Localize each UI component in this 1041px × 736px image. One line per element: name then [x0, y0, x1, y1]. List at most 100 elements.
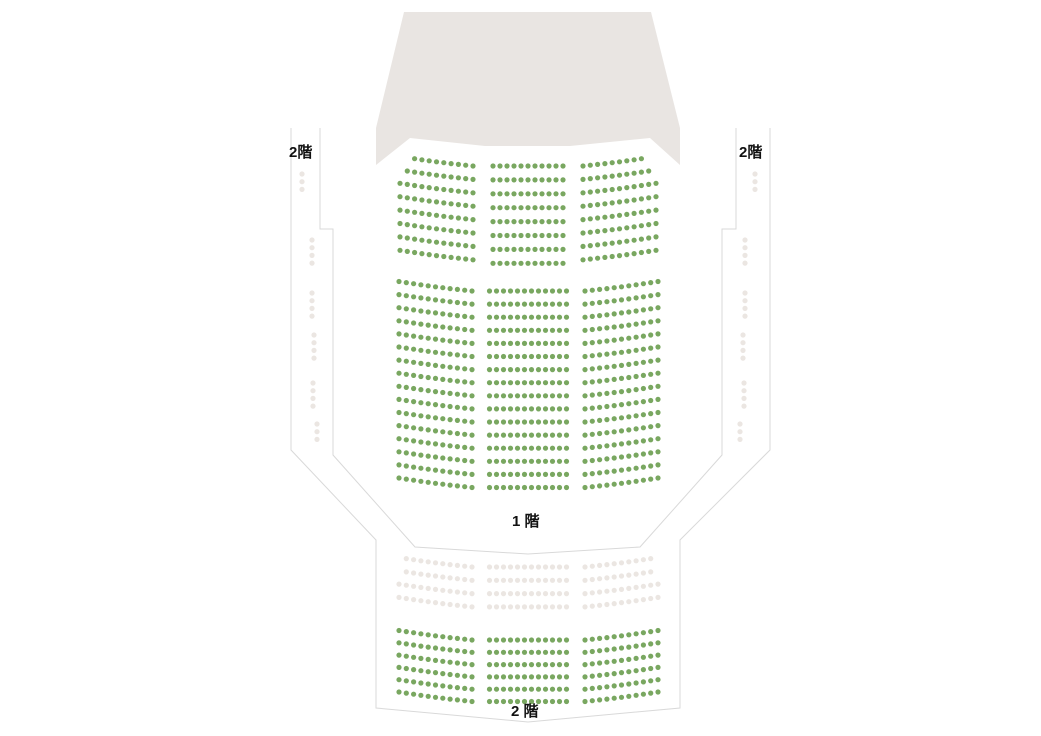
seat-available[interactable]	[611, 389, 617, 396]
seat-available[interactable]	[640, 385, 647, 392]
seat-available[interactable]	[440, 455, 446, 461]
seat-available[interactable]	[397, 247, 403, 253]
seat-available[interactable]	[549, 406, 556, 412]
seat-available[interactable]	[507, 649, 514, 655]
seat-available[interactable]	[454, 685, 460, 691]
seat-available[interactable]	[563, 484, 570, 491]
seat-available[interactable]	[546, 260, 552, 266]
seat-available[interactable]	[511, 163, 517, 169]
seat-available[interactable]	[535, 340, 542, 346]
seat-available[interactable]	[589, 340, 595, 346]
seat-available[interactable]	[486, 637, 493, 643]
seat-available[interactable]	[528, 445, 535, 451]
seat-available[interactable]	[493, 484, 500, 491]
seat-available[interactable]	[433, 199, 440, 205]
seat-available[interactable]	[454, 326, 460, 332]
seat-available[interactable]	[655, 475, 661, 481]
seat-available[interactable]	[454, 352, 460, 358]
seat-available[interactable]	[611, 416, 617, 422]
seat-available[interactable]	[546, 191, 552, 197]
seat-available[interactable]	[640, 372, 647, 378]
seat-available[interactable]	[626, 644, 632, 650]
seat-available[interactable]	[507, 393, 514, 399]
seat-available[interactable]	[618, 454, 625, 460]
seat-available[interactable]	[455, 175, 461, 181]
seat-available[interactable]	[403, 641, 409, 647]
seat-available[interactable]	[563, 327, 570, 333]
seat-available[interactable]	[396, 357, 402, 363]
seat-available[interactable]	[542, 419, 549, 425]
seat-available[interactable]	[563, 649, 570, 655]
seat-available[interactable]	[412, 223, 418, 229]
seat-available[interactable]	[403, 690, 409, 696]
seat-available[interactable]	[432, 428, 439, 434]
seat-available[interactable]	[648, 397, 654, 404]
seat-available[interactable]	[493, 353, 500, 360]
seat-available[interactable]	[418, 321, 424, 327]
seat-available[interactable]	[493, 380, 500, 386]
seat-available[interactable]	[618, 670, 625, 676]
seat-available[interactable]	[454, 457, 460, 463]
seat-available[interactable]	[396, 423, 402, 429]
seat-available[interactable]	[448, 161, 454, 167]
seat-available[interactable]	[403, 332, 409, 338]
seat-available[interactable]	[589, 431, 595, 437]
seat-available[interactable]	[425, 693, 431, 699]
seat-available[interactable]	[604, 696, 610, 702]
seat-available[interactable]	[514, 471, 521, 477]
seat-available[interactable]	[595, 228, 601, 234]
seat-available[interactable]	[611, 285, 617, 291]
seat-available[interactable]	[447, 299, 453, 305]
seat-available[interactable]	[528, 649, 535, 655]
seat-available[interactable]	[655, 677, 661, 683]
seat-available[interactable]	[611, 658, 617, 664]
seat-available[interactable]	[454, 648, 460, 654]
seat-available[interactable]	[454, 660, 460, 666]
seat-available[interactable]	[611, 376, 617, 382]
seat-available[interactable]	[556, 432, 563, 438]
seat-available[interactable]	[469, 662, 475, 668]
seat-available[interactable]	[486, 380, 493, 386]
seat-available[interactable]	[611, 455, 617, 461]
seat-available[interactable]	[521, 367, 528, 373]
seat-available[interactable]	[626, 427, 632, 433]
seat-available[interactable]	[504, 260, 510, 266]
seat-available[interactable]	[609, 200, 615, 206]
seat-available[interactable]	[582, 662, 588, 668]
seat-available[interactable]	[404, 235, 410, 241]
seat-available[interactable]	[532, 260, 538, 266]
seat-available[interactable]	[560, 260, 566, 266]
seat-available[interactable]	[493, 698, 500, 705]
seat-available[interactable]	[631, 237, 637, 243]
seat-available[interactable]	[440, 285, 446, 291]
seat-available[interactable]	[507, 698, 514, 705]
seat-available[interactable]	[532, 191, 538, 197]
seat-available[interactable]	[611, 429, 617, 435]
seat-available[interactable]	[640, 346, 647, 352]
seat-available[interactable]	[556, 340, 563, 346]
seat-available[interactable]	[648, 450, 654, 456]
seat-available[interactable]	[521, 445, 528, 451]
seat-available[interactable]	[633, 308, 639, 314]
seat-available[interactable]	[542, 484, 549, 491]
seat-available[interactable]	[582, 674, 588, 680]
seat-available[interactable]	[589, 353, 595, 359]
seat-available[interactable]	[521, 406, 528, 412]
seat-available[interactable]	[653, 207, 659, 213]
seat-available[interactable]	[563, 393, 570, 399]
seat-available[interactable]	[426, 185, 432, 191]
seat-available[interactable]	[633, 643, 639, 649]
seat-available[interactable]	[469, 353, 475, 360]
seat-available[interactable]	[448, 174, 454, 180]
seat-available[interactable]	[582, 406, 588, 412]
seat-available[interactable]	[454, 365, 460, 371]
seat-available[interactable]	[507, 340, 514, 346]
seat-available[interactable]	[441, 227, 447, 233]
seat-available[interactable]	[432, 349, 439, 355]
seat-available[interactable]	[528, 686, 535, 692]
seat-available[interactable]	[597, 457, 603, 463]
seat-available[interactable]	[447, 351, 453, 357]
seat-available[interactable]	[549, 419, 556, 425]
seat-available[interactable]	[396, 475, 402, 481]
seat-available[interactable]	[597, 672, 603, 678]
